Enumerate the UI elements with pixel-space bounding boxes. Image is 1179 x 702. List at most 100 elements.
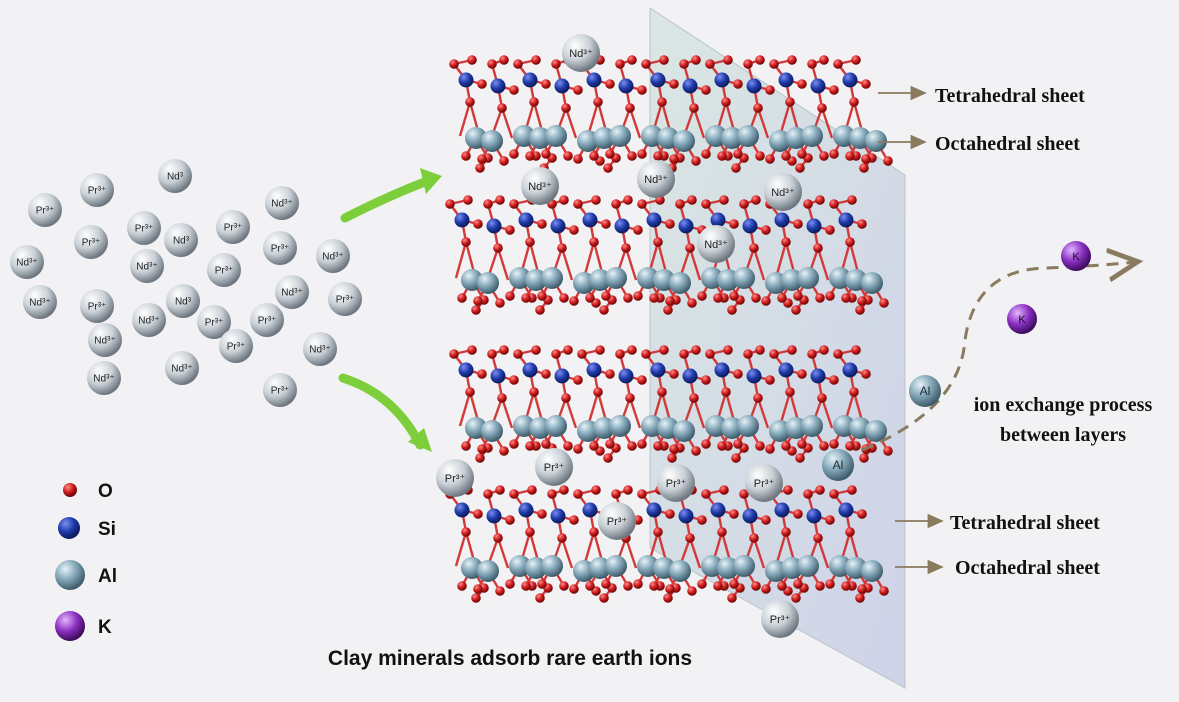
oxygen-atom	[529, 97, 539, 107]
oxygen-atom	[849, 97, 859, 107]
aluminum-atom	[737, 125, 759, 147]
sphere-icon	[535, 448, 573, 486]
oxygen-atom	[721, 387, 731, 397]
oxygen-atom	[537, 219, 547, 229]
oxygen-atom	[509, 489, 519, 499]
aluminum-atom	[801, 415, 823, 437]
oxygen-atom	[495, 586, 505, 596]
oxygen-atom	[769, 59, 779, 69]
k-ion: K	[1007, 304, 1037, 334]
silicon-atom	[618, 368, 634, 384]
aluminum-atom	[509, 555, 531, 577]
oxygen-atom	[739, 489, 749, 499]
oxygen-atom	[663, 305, 673, 315]
oxygen-atom	[817, 393, 827, 403]
rare-earth-ion: Nd³⁺	[562, 34, 600, 72]
oxygen-atom	[855, 593, 865, 603]
oxygen-atom	[717, 441, 727, 451]
oxygen-atom	[551, 59, 561, 69]
oxygen-atom	[473, 296, 483, 306]
oxygen-atom	[537, 509, 547, 519]
oxygen-atom	[541, 149, 551, 159]
oxygen-atom	[657, 387, 667, 397]
rare-earth-ion: Pr³⁺	[535, 448, 573, 486]
oxygen-atom	[641, 59, 651, 69]
aluminum-atom	[609, 125, 631, 147]
oxygen-atom	[797, 369, 807, 379]
oxygen-atom	[659, 345, 669, 355]
ion-label: Pr³⁺	[445, 473, 466, 485]
oxygen-atom	[599, 305, 609, 315]
oxygen-atom	[719, 485, 729, 495]
silicon-atom	[714, 362, 730, 378]
ion-label: Pr³⁺	[336, 295, 355, 306]
oxygen-atom	[793, 579, 803, 589]
silicon-atom	[554, 78, 570, 94]
rare-earth-ion: Pr³⁺	[598, 502, 636, 540]
bond	[692, 397, 706, 429]
oxygen-atom	[623, 485, 633, 495]
rare-earth-ion: Nd³	[158, 159, 192, 193]
sphere-icon	[207, 253, 241, 287]
oxygen-atom	[717, 151, 727, 161]
sphere-icon	[265, 186, 299, 220]
oxygen-atom	[577, 349, 587, 359]
bond	[564, 107, 578, 139]
oxygen-atom	[857, 219, 867, 229]
oxygen-atom	[749, 533, 759, 543]
oxygen-atom	[601, 219, 611, 229]
oxygen-atom	[561, 393, 571, 403]
oxygen-atom	[509, 375, 519, 385]
oxygen-atom	[637, 149, 647, 159]
sphere-icon	[598, 502, 636, 540]
bond	[774, 241, 788, 279]
oxygen-atom	[495, 298, 505, 308]
oxygen-atom	[623, 195, 633, 205]
silicon-atom	[486, 218, 502, 234]
atoms	[445, 195, 889, 315]
sphere-icon	[263, 231, 297, 265]
bond	[500, 397, 514, 429]
silicon-atom	[458, 72, 474, 88]
oxygen-atom	[615, 349, 625, 359]
oxygen-atom	[509, 439, 519, 449]
oxygen-atom	[813, 533, 823, 543]
oxygen-atom	[879, 298, 889, 308]
oxygen-atom	[637, 85, 647, 95]
aluminum-atom	[605, 267, 627, 289]
aluminum-atom	[829, 555, 851, 577]
oxygen-atom	[573, 375, 583, 385]
svg-text:Al: Al	[920, 384, 931, 398]
ion-label: Pr³⁺	[666, 478, 687, 490]
rare-earth-ion: Nd³⁺	[764, 173, 802, 211]
oxygen-atom	[465, 97, 475, 107]
oxygen-atom	[667, 453, 677, 463]
ion-label: Pr³⁺	[544, 462, 565, 474]
oxygen-atom	[829, 199, 839, 209]
oxygen-atom	[625, 103, 635, 113]
sphere-icon	[165, 351, 199, 385]
oxygen-atom	[781, 441, 791, 451]
oxygen-atom	[825, 515, 835, 525]
oxygen-atom	[559, 581, 569, 591]
bond	[688, 537, 702, 569]
rare-earth-ion: Nd³⁺	[521, 167, 559, 205]
sphere-icon	[745, 464, 783, 502]
svg-text:K: K	[1072, 251, 1080, 263]
legend: O Si Al K	[55, 481, 117, 641]
rare-earth-ion: Pr³⁺	[28, 193, 62, 227]
oxygen-atom	[777, 581, 787, 591]
sphere-icon	[28, 193, 62, 227]
oxygen-atom	[535, 593, 545, 603]
rare-earth-ion: Nd³⁺	[87, 361, 121, 395]
silicon-atom	[618, 78, 634, 94]
oxygen-atom	[793, 291, 803, 301]
ion-label: Nd³⁺	[271, 199, 292, 210]
oxygen-atom	[559, 293, 569, 303]
bond	[496, 537, 510, 569]
oxygen-atom	[477, 369, 487, 379]
oxygen-atom	[659, 55, 669, 65]
sphere-icon	[197, 305, 231, 339]
sphere-icon	[303, 332, 337, 366]
oxygen-atom	[627, 345, 637, 355]
